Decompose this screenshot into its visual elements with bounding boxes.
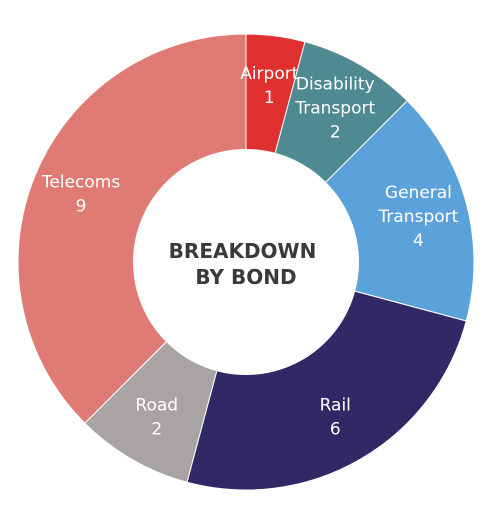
slice-label-road: Road 2 bbox=[135, 396, 178, 440]
slice-value-road: 2 bbox=[151, 420, 162, 440]
slice-value-disability-transport: 2 bbox=[330, 122, 341, 142]
slice-value-telecoms: 9 bbox=[76, 197, 87, 217]
slice-value-general-transport: 4 bbox=[413, 231, 424, 251]
slice-label-rail: Rail 6 bbox=[320, 396, 351, 440]
slice-label-airport: Airport 1 bbox=[240, 64, 299, 108]
slice-telecoms bbox=[17, 33, 247, 424]
slice-value-rail: 6 bbox=[330, 420, 341, 440]
slice-name-airport: Airport bbox=[240, 64, 299, 84]
slice-value-airport: 1 bbox=[264, 88, 275, 108]
center-hole bbox=[133, 149, 359, 375]
slice-name-road: Road bbox=[135, 396, 178, 416]
center-title-line-1: BREAKDOWN bbox=[169, 239, 317, 263]
slice-name-disability-transport: Disability bbox=[296, 74, 375, 94]
slice-name-rail: Rail bbox=[320, 396, 351, 416]
slice-name-disability-transport: Transport bbox=[294, 98, 375, 118]
slice-name-general-transport: Transport bbox=[378, 207, 459, 227]
slice-name-telecoms: Telecoms bbox=[41, 173, 120, 193]
chart-center-title: BREAKDOWN BY BOND bbox=[169, 239, 324, 289]
slice-name-general-transport: General bbox=[385, 183, 452, 203]
center-title-line-2: BY BOND bbox=[195, 265, 296, 289]
slice-label-telecoms: Telecoms 9 bbox=[41, 173, 120, 217]
